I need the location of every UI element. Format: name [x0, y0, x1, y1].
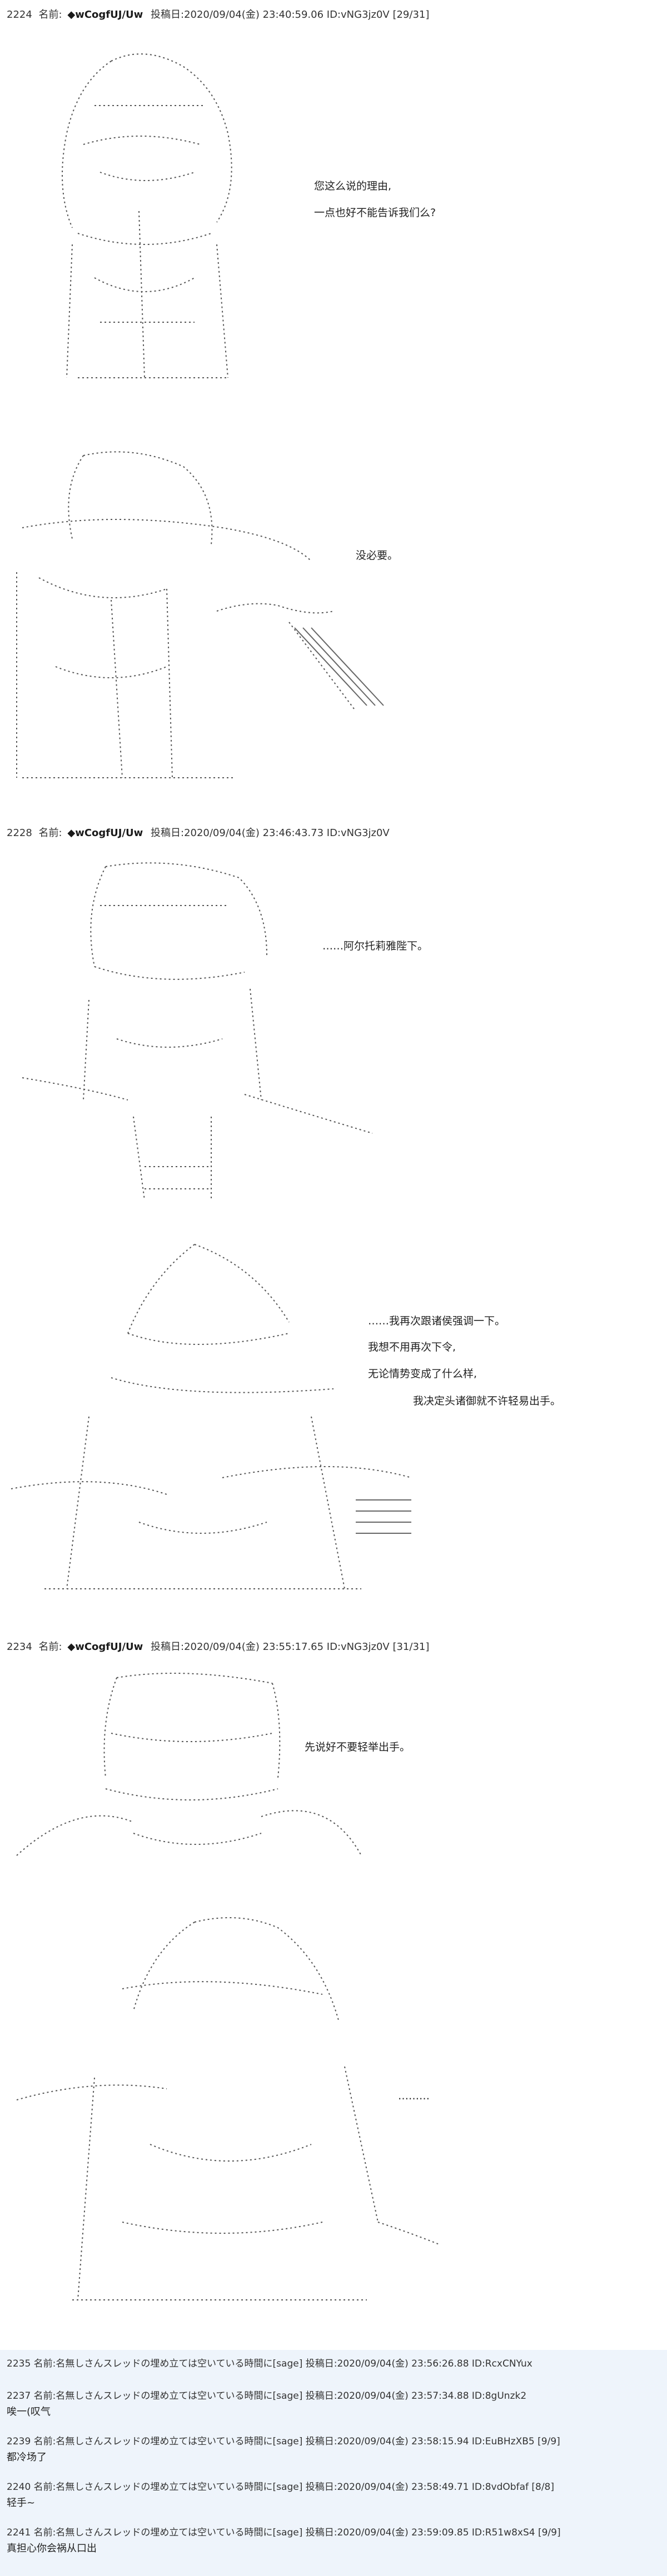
comment-body: 唉一(叹气: [7, 2406, 51, 2418]
post-number: 2228: [7, 827, 32, 839]
comment-header: 名前:名無しさんスレッドの埋め立ては空いている時間に[sage] 投稿日:202…: [33, 2527, 561, 2538]
comment-2239: 2239 名前:名無しさんスレッドの埋め立ては空いている時間に[sage] 投稿…: [7, 2433, 560, 2464]
comment-header: 名前:名無しさんスレッドの埋め立ては空いている時間に[sage] 投稿日:202…: [33, 2358, 532, 2369]
dialog-line: 一点也好不能告诉我们么?: [314, 207, 436, 219]
comment-2237: 2237 名前:名無しさんスレッドの埋め立ては空いている時間に[sage] 投稿…: [7, 2388, 526, 2418]
comment-2241: 2241 名前:名無しさんスレッドの埋め立ては空いている時間に[sage] 投稿…: [7, 2524, 561, 2555]
name-label: 名前:: [38, 827, 62, 839]
post-meta: 投稿日:2020/09/04(金) 23:40:59.06 ID:vNG3jz0…: [151, 9, 430, 21]
comment-number: 2241: [7, 2527, 31, 2538]
post-number: 2224: [7, 9, 32, 21]
post-header-2224: 2224 名前: ◆wCogfUJ/Uw 投稿日:2020/09/04(金) 2…: [7, 7, 429, 21]
dialog-line: 没必要。: [356, 549, 399, 562]
dialog-line: 无论情势变成了什么样,: [368, 1368, 477, 1380]
poster-name[interactable]: ◆wCogfUJ/Uw: [67, 1641, 143, 1653]
comment-number: 2235: [7, 2358, 31, 2369]
dialog-line: ……我再次跟诸侯强调一下。: [368, 1315, 506, 1327]
dialog-line: 您这么说的理由,: [314, 180, 392, 192]
ascii-art-figure-5: [6, 1667, 372, 1867]
dialog-line: ……阿尔托莉雅陛下。: [322, 940, 429, 952]
ascii-art-figure-2: [0, 444, 400, 789]
post-header-2234: 2234 名前: ◆wCogfUJ/Uw 投稿日:2020/09/04(金) 2…: [7, 1639, 429, 1653]
comment-body: 都冷场了: [7, 2452, 47, 2463]
ascii-art-figure-4: [0, 1233, 411, 1611]
post-header-2228: 2228 名前: ◆wCogfUJ/Uw 投稿日:2020/09/04(金) 2…: [7, 825, 390, 839]
name-label: 名前:: [38, 1641, 62, 1653]
post-meta: 投稿日:2020/09/04(金) 23:46:43.73 ID:vNG3jz0…: [151, 827, 390, 839]
comments-section: 2235 名前:名無しさんスレッドの埋め立ては空いている時間に[sage] 投稿…: [0, 2350, 667, 2576]
ascii-art-figure-1: [28, 44, 272, 389]
comment-header: 名前:名無しさんスレッドの埋め立ては空いている時間に[sage] 投稿日:202…: [33, 2390, 527, 2402]
ascii-art-figure-6: [11, 1911, 456, 2311]
dialog-line: ………: [398, 2090, 430, 2102]
comment-body: 轻手~: [7, 2497, 36, 2509]
dialog-line: 我决定头诸御就不许轻易出手。: [413, 1395, 561, 1407]
comment-header: 名前:名無しさんスレッドの埋め立ては空いている時間に[sage] 投稿日:202…: [33, 2436, 560, 2447]
post-number: 2234: [7, 1641, 32, 1653]
poster-name[interactable]: ◆wCogfUJ/Uw: [67, 827, 143, 839]
dialog-line: 我想不用再次下令,: [368, 1341, 456, 1353]
name-label: 名前:: [38, 9, 62, 21]
ascii-art-figure-3: [6, 856, 384, 1200]
comment-2240: 2240 名前:名無しさんスレッドの埋め立ては空いている時間に[sage] 投稿…: [7, 2479, 554, 2509]
dialog-line: 先说好不要轻举出手。: [305, 1741, 411, 1753]
comment-number: 2240: [7, 2482, 31, 2493]
comment-header: 名前:名無しさんスレッドの埋め立ては空いている時間に[sage] 投稿日:202…: [33, 2482, 554, 2493]
poster-name[interactable]: ◆wCogfUJ/Uw: [67, 9, 143, 21]
comment-2235: 2235 名前:名無しさんスレッドの埋め立ては空いている時間に[sage] 投稿…: [7, 2355, 532, 2369]
post-meta: 投稿日:2020/09/04(金) 23:55:17.65 ID:vNG3jz0…: [151, 1641, 430, 1653]
comment-number: 2237: [7, 2390, 31, 2402]
comment-number: 2239: [7, 2436, 31, 2447]
comment-body: 真担心你会祸从口出: [7, 2543, 97, 2554]
